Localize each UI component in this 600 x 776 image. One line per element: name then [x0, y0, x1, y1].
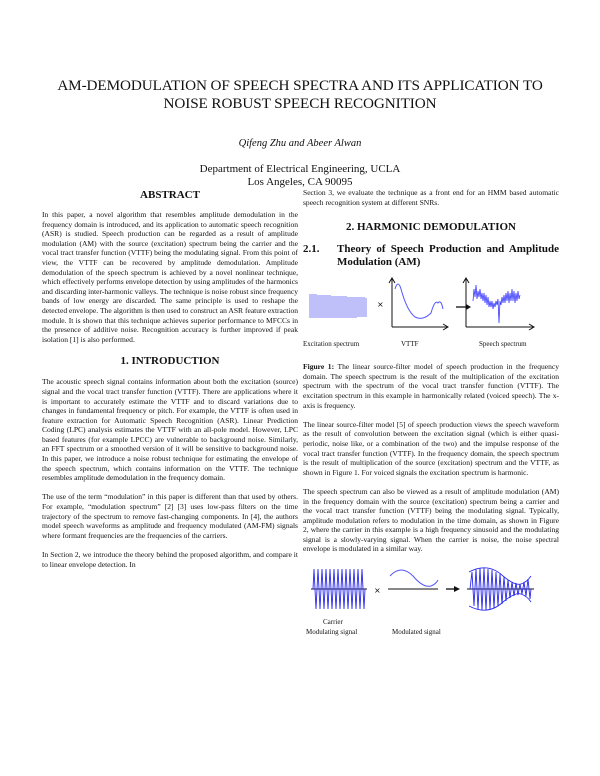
figure-2-labels: Carrier Modulating signal Modulated sign… [303, 618, 559, 640]
label-speech-spectrum: Speech spectrum [479, 340, 527, 349]
section2-paragraph: The speech spectrum can also be viewed a… [303, 486, 559, 554]
subsection-number: 2.1. [303, 243, 320, 256]
subsection-heading: 2.1. Theory of Speech Production and Amp… [303, 243, 559, 269]
authors: Qifeng Zhu and Abeer Alwan [238, 138, 362, 149]
vttf-axes [388, 277, 449, 331]
figure-2-diagram: × [311, 567, 534, 611]
right-column: Section 3, we evaluate the technique as … [303, 188, 559, 640]
title-line-1: AM-DEMODULATION OF SPEECH SPECTRA AND IT… [57, 77, 543, 94]
speech-spectrum-curve [472, 285, 521, 324]
vttf-curve [394, 283, 444, 319]
label-modulating-signal: Modulating signal [306, 627, 358, 636]
figure-1-caption-text: The linear source-filter model of speech… [303, 362, 559, 410]
title-line-2: NOISE ROBUST SPEECH RECOGNITION [163, 95, 437, 112]
abstract-text: In this paper, a novel algorithm that re… [42, 210, 298, 344]
affiliation-line-2: Los Angeles, CA 90095 [247, 176, 353, 188]
arrow-icon [456, 304, 471, 311]
excitation-spectrum-plot [309, 294, 367, 319]
section2-heading: 2. HARMONIC DEMODULATION [346, 221, 516, 234]
figure-1-caption: Figure 1: The linear source-filter model… [303, 362, 559, 410]
affiliation: Department of Electrical Engineering, UC… [0, 163, 600, 189]
label-excitation-spectrum: Excitation spectrum [303, 340, 360, 349]
affiliation-line-1: Department of Electrical Engineering, UC… [199, 163, 401, 175]
abstract-heading: ABSTRACT [140, 189, 200, 201]
subsection-title: Theory of Speech Production and Amplitud… [337, 243, 559, 269]
paper-title: AM-DEMODULATION OF SPEECH SPECTRA AND IT… [0, 77, 600, 113]
label-vttf: VTTF [401, 340, 419, 349]
figure-1: × Excitation spectrum VTTF Speech spectr… [303, 275, 559, 352]
times-symbol: × [374, 586, 381, 595]
modulated-signal-plot [467, 567, 534, 611]
intro-paragraph: In Section 2, we introduce the theory be… [42, 550, 298, 569]
left-column: ABSTRACT In this paper, a novel algorith… [42, 189, 298, 579]
modulating-signal-plot [388, 569, 439, 590]
section2-paragraph: The linear source-filter model [5] of sp… [303, 419, 559, 477]
carrier-plot [311, 568, 367, 609]
times-symbol: × [377, 300, 384, 309]
figure-1-caption-label: Figure 1: [303, 362, 335, 372]
label-modulated-signal: Modulated signal [392, 627, 441, 636]
introduction-heading: 1. INTRODUCTION [120, 355, 220, 368]
figure-2: × Carrier Modulating signal Modulated [303, 564, 559, 640]
figure-1-labels: Excitation spectrum VTTF Speech spectrum [303, 340, 559, 352]
figure-1-diagram: × [309, 277, 535, 331]
label-carrier: Carrier [323, 617, 343, 626]
intro-paragraph: The acoustic speech signal contains info… [42, 377, 298, 483]
arrow-icon [446, 585, 460, 592]
intro-paragraph: The use of the term “modulation” in this… [42, 492, 298, 540]
speech-axes [462, 277, 535, 331]
intro-continued: Section 3, we evaluate the technique as … [303, 188, 559, 207]
